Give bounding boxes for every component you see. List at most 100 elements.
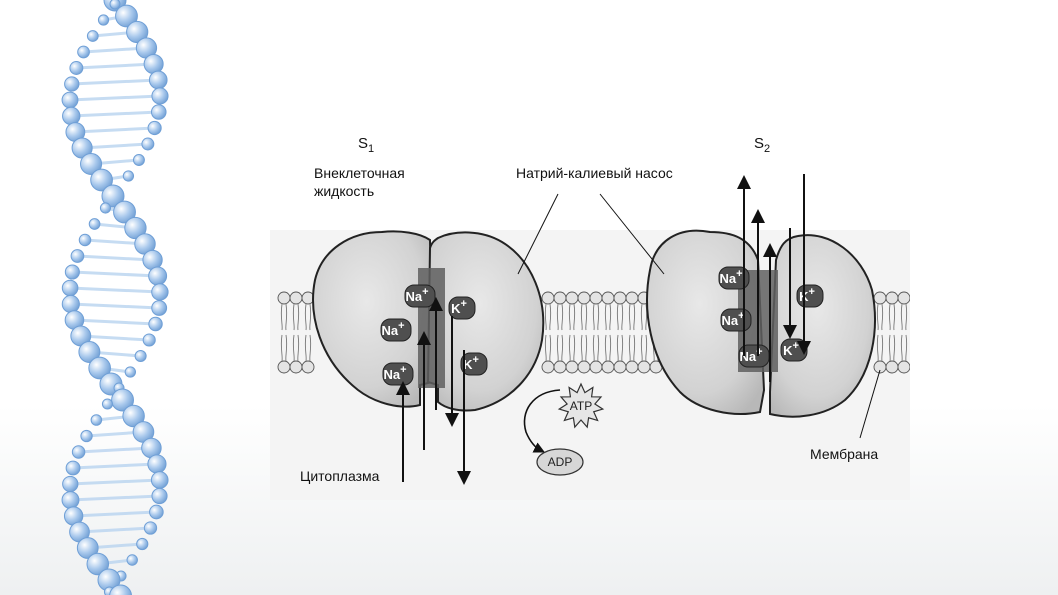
- atp-to-adp-arrow: [523, 389, 561, 453]
- lipid-tail: [580, 334, 588, 362]
- atp-burst: ATP: [557, 382, 605, 429]
- dna-rung: [78, 446, 152, 454]
- lipid-tail: [640, 334, 648, 362]
- lipid-head: [625, 291, 639, 305]
- adp-label: ADP: [548, 455, 573, 469]
- dna-node: [88, 356, 111, 380]
- lipid-tail: [304, 334, 312, 362]
- lipid-head: [885, 360, 899, 374]
- dna-rung: [71, 110, 159, 118]
- lipid-tail: [616, 303, 624, 331]
- dna-node: [151, 487, 168, 505]
- lipid-tail: [888, 334, 896, 362]
- dna-rung: [79, 526, 151, 534]
- dna-node: [150, 471, 169, 489]
- state-label-s2: S2: [754, 135, 770, 155]
- dna-rung: [72, 462, 158, 470]
- dna-node: [86, 552, 110, 576]
- lipid-head: [277, 291, 291, 305]
- pump-diagram: Na+Na+Na+K+K+ Na+Na+Na+K+K+ ATP ADP S1 S…: [270, 135, 910, 500]
- dna-node: [88, 218, 101, 230]
- state-label-s1: S1: [358, 135, 374, 155]
- lipid-head: [885, 291, 899, 305]
- k-ion-s1-1: K+: [448, 296, 476, 320]
- dna-node: [80, 429, 93, 443]
- dna-node: [86, 30, 99, 42]
- lipid-tail: [900, 303, 908, 331]
- na-ion-s2-1-text: Na+: [719, 268, 742, 286]
- dna-rung: [80, 334, 150, 342]
- na-ion-s1-2-text: Na+: [381, 320, 404, 338]
- dna-node: [77, 45, 90, 59]
- dna-node: [61, 491, 80, 509]
- lipid-head: [897, 291, 910, 305]
- na-ion-s1-2: Na+: [380, 318, 412, 342]
- atp-label: ATP: [570, 399, 592, 413]
- dna-node: [61, 294, 80, 314]
- lipid-tail: [604, 303, 612, 331]
- dna-node: [151, 300, 168, 316]
- k-ion-s1-1-text: K+: [451, 298, 467, 316]
- lipid-bilayer: [277, 291, 910, 374]
- lipid-head: [897, 360, 910, 374]
- dna-node: [136, 537, 149, 551]
- na-ion-s2-2-text: Na+: [721, 310, 744, 328]
- lipid-tail: [304, 303, 312, 331]
- lipid-head: [301, 360, 315, 374]
- dna-node: [76, 537, 99, 559]
- lipid-head: [613, 291, 627, 305]
- lipid-head: [553, 360, 567, 374]
- na-ion-s2-3: Na+: [738, 344, 770, 368]
- dna-node: [141, 137, 155, 151]
- pump-pointer-right: [599, 193, 665, 275]
- dna-node: [101, 184, 125, 208]
- dna-node: [142, 333, 156, 347]
- dna-node: [122, 170, 135, 182]
- lipid-head: [637, 360, 651, 374]
- dna-node: [62, 106, 81, 126]
- lipid-tail: [628, 334, 636, 362]
- dna-node: [65, 460, 81, 476]
- dna-node: [126, 554, 138, 566]
- lipid-tail: [280, 334, 288, 362]
- membrane-label: Мембрана: [810, 446, 878, 462]
- pump-label: Натрий-калиевый насос: [516, 165, 673, 181]
- dna-node: [78, 233, 92, 247]
- dna-node: [124, 366, 137, 378]
- membrane-pointer: [859, 369, 881, 439]
- na-ion-s1-1: Na+: [404, 284, 436, 308]
- lipid-head: [589, 360, 603, 374]
- lipid-head: [577, 360, 591, 374]
- lipid-tail: [604, 334, 612, 362]
- lipid-head: [289, 291, 303, 305]
- lipid-tail: [568, 303, 576, 331]
- k-ion-s1-2: K+: [460, 352, 488, 376]
- dna-rung: [72, 270, 158, 278]
- dna-node: [143, 521, 158, 535]
- dna-node: [109, 584, 132, 595]
- dna-rung: [70, 494, 160, 502]
- sodium-potassium-pump-figure: Na+Na+Na+K+K+ Na+Na+Na+K+K+ ATP ADP S1 S…: [270, 120, 910, 500]
- dna-node: [62, 475, 79, 493]
- dna-rung: [69, 94, 161, 102]
- lipid-tail: [544, 303, 552, 331]
- dna-node: [143, 53, 164, 75]
- lipid-tail: [628, 303, 636, 331]
- dna-rung: [70, 302, 160, 310]
- lipid-tail: [556, 334, 564, 362]
- dna-node: [132, 154, 145, 166]
- dna-node: [90, 168, 113, 192]
- pump-pointer-left: [517, 193, 559, 275]
- lipid-head: [565, 291, 579, 305]
- dna-node: [149, 504, 164, 520]
- extracellular-label-line2: жидкость: [314, 183, 374, 199]
- dna-node: [148, 316, 163, 332]
- dna-node: [148, 70, 168, 90]
- dna-rung: [75, 126, 155, 134]
- lipid-head: [873, 291, 887, 305]
- lipid-head: [277, 360, 291, 374]
- lipid-head: [553, 291, 567, 305]
- dna-node: [64, 76, 80, 92]
- dna-node: [111, 388, 135, 412]
- dna-node: [150, 104, 167, 120]
